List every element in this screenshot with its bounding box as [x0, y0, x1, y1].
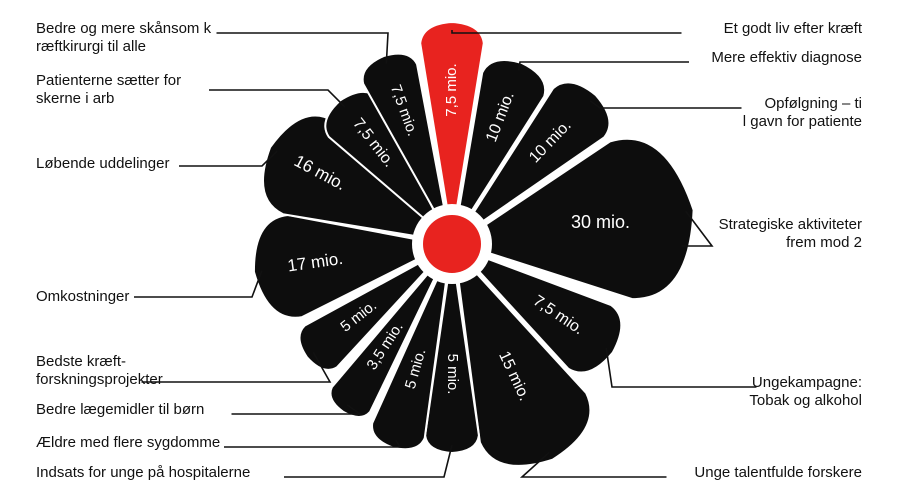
petal-5 — [468, 252, 623, 374]
petal-12 — [262, 114, 436, 240]
leader-line-11 — [134, 270, 263, 298]
petal-4 — [472, 137, 695, 301]
category-label-5: Ungekampagne:Tobak og alkohol — [749, 374, 862, 409]
category-label-2: Mere effektiv diagnose — [711, 49, 862, 66]
leader-line-8 — [224, 439, 402, 448]
category-label-7: Indsats for unge på hospitalerne — [36, 464, 250, 481]
leader-line-2 — [517, 61, 689, 71]
leader-line-7 — [284, 444, 453, 478]
petal-11 — [252, 214, 431, 319]
value-label-4: 30 mio. — [571, 212, 630, 232]
category-label-6: Unge talentfulde forskere — [694, 464, 862, 481]
leader-line-13 — [209, 89, 346, 108]
leader-lines-layer — [134, 30, 757, 478]
leader-line-3 — [589, 100, 742, 109]
petals-layer — [252, 21, 695, 467]
leader-line-9 — [231, 404, 363, 415]
leader-line-6 — [519, 451, 667, 478]
category-label-11: Omkostninger — [36, 288, 129, 305]
value-label-1: 7,5 mio. — [443, 63, 460, 116]
petal-6 — [455, 261, 592, 467]
category-label-8: Ældre med flere sygdomme — [36, 434, 220, 451]
category-label-1: Et godt liv efter kræft — [724, 20, 863, 37]
petal-2 — [456, 59, 547, 225]
petal-14 — [361, 52, 448, 224]
petal-10 — [298, 255, 437, 371]
leader-line-1 — [451, 30, 682, 34]
leader-line-10 — [141, 351, 332, 383]
leader-line-5 — [605, 347, 757, 388]
center-hub — [423, 215, 481, 273]
category-label-10: Bedste kræft-forskningsprojekter — [36, 353, 163, 388]
petal-9 — [329, 261, 442, 418]
category-label-12: Løbende uddelinger — [36, 155, 169, 172]
petal-3 — [464, 81, 611, 231]
petal-1 — [419, 21, 485, 222]
category-label-9: Bedre lægemidler til børn — [36, 401, 204, 418]
value-label-7: 5 mio. — [444, 354, 461, 395]
leader-line-14 — [216, 32, 389, 64]
leader-line-4 — [681, 210, 714, 247]
leader-line-12 — [179, 150, 278, 167]
petal-7 — [424, 266, 480, 454]
